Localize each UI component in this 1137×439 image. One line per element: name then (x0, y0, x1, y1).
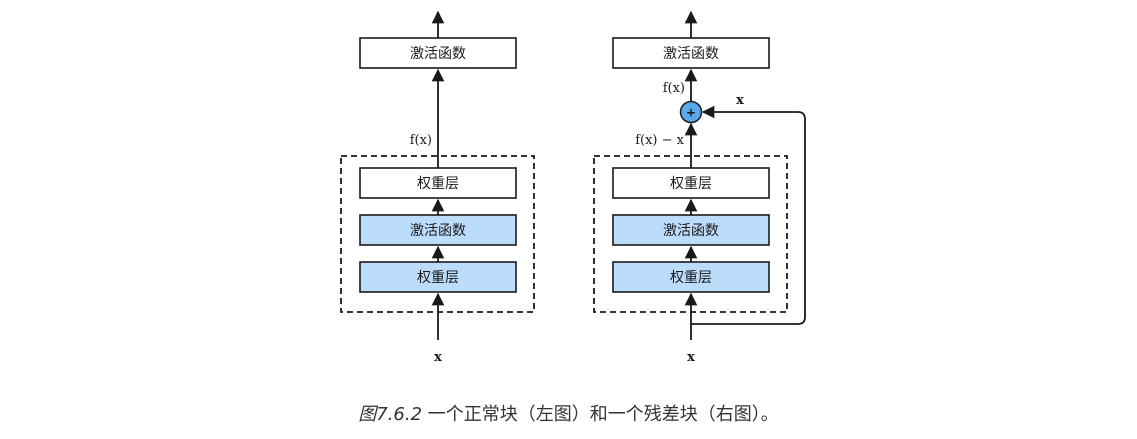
right-weight-layer-top (612, 167, 770, 199)
caption-number: 图7.6.2 (358, 404, 423, 425)
right-activation-layer-label: 激活函数 (663, 222, 719, 239)
right-fx-label: f(x) (663, 81, 685, 96)
left-weight-layer-top-label: 权重层 (417, 176, 459, 192)
diagram: 激活函数 f(x) 权重层 激活函数 权重层 x 激活函数 f(x) + x (340, 10, 806, 365)
left-activation-layer (359, 214, 517, 246)
right-weight-layer-bottom (612, 261, 770, 293)
right-residual-label: f(x) − x (635, 133, 684, 148)
left-activation-layer-label: 激活函数 (410, 222, 466, 239)
right-weight-layer-top-label: 权重层 (670, 176, 712, 192)
skip-connection (691, 105, 806, 325)
left-weight-layer-bottom (359, 261, 517, 293)
figure-caption: 图7.6.2 一个正常块（左图）和一个残差块（右图）。 (0, 400, 1137, 426)
addition-node (679, 100, 703, 124)
residual-block: 激活函数 f(x) + x f(x) − x 权重层 激活函数 权重层 x (593, 10, 806, 365)
plus-icon: + (686, 106, 696, 120)
right-activation-layer (612, 214, 770, 246)
right-top-activation-label: 激活函数 (663, 45, 719, 62)
right-weight-layer-bottom-label: 权重层 (670, 270, 712, 286)
left-weight-layer-bottom-label: 权重层 (417, 270, 459, 286)
normal-block: 激活函数 f(x) 权重层 激活函数 权重层 x (340, 10, 535, 365)
left-top-activation-label: 激活函数 (410, 45, 466, 62)
left-weight-layer-top (359, 167, 517, 199)
right-top-activation-box (612, 37, 770, 69)
left-input-label: x (434, 350, 442, 365)
left-fx-label: f(x) (410, 133, 432, 148)
left-top-activation-box (359, 37, 517, 69)
caption-text: 一个正常块（左图）和一个残差块（右图）。 (427, 404, 779, 425)
right-input-label: x (687, 350, 695, 365)
skip-label: x (736, 93, 744, 108)
